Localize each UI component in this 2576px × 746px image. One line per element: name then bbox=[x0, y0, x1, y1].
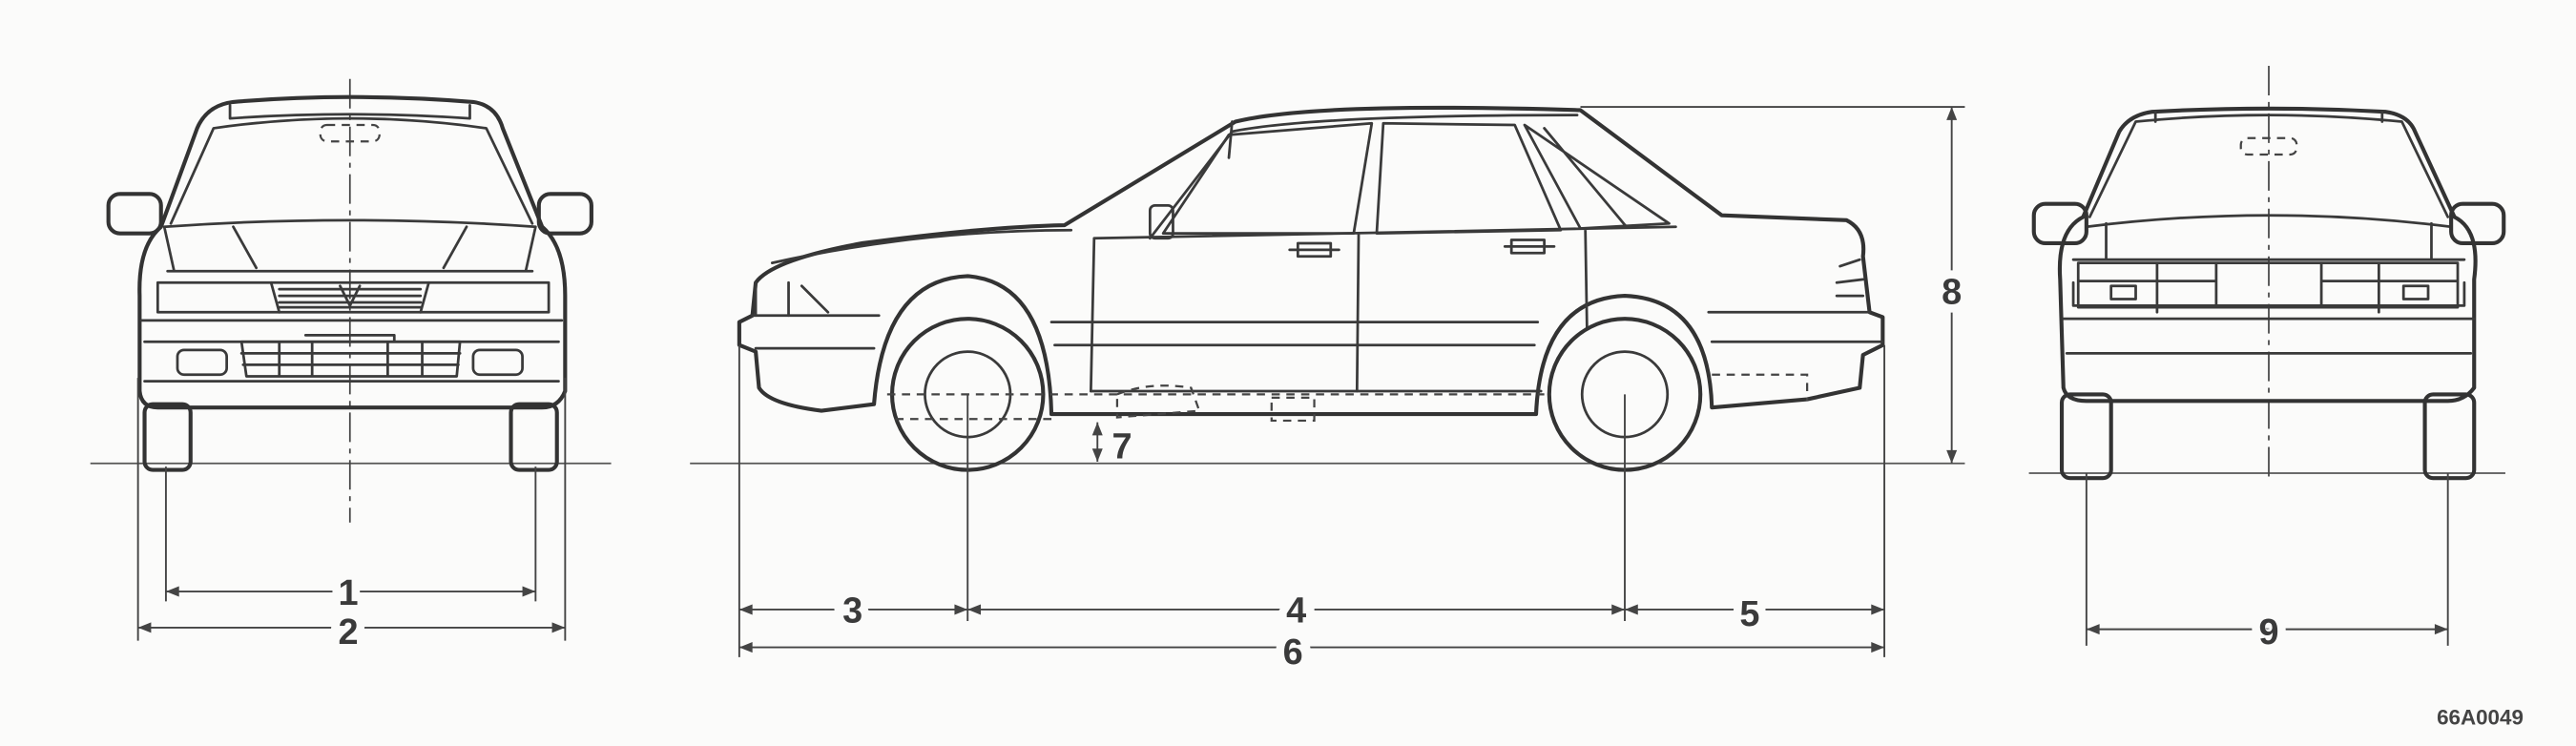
dimension-label-3: 3 bbox=[842, 591, 862, 632]
front-body-outline bbox=[137, 94, 568, 410]
dimension-label-6: 6 bbox=[1283, 632, 1303, 673]
rear-body-outline bbox=[2057, 106, 2478, 404]
windshield bbox=[169, 116, 534, 225]
front-wheel-left bbox=[142, 402, 193, 472]
dimension-label-7: 7 bbox=[1112, 427, 1132, 467]
mirror-right bbox=[2449, 201, 2506, 246]
dimension-label-2: 2 bbox=[339, 612, 359, 653]
rear-wheel-right bbox=[2422, 392, 2477, 481]
side-view: 3 4 5 6 7 8 bbox=[690, 105, 1970, 680]
dimension-label-9: 9 bbox=[2258, 612, 2278, 653]
mirror-left bbox=[2031, 201, 2088, 246]
rear-view-mirror bbox=[319, 123, 381, 143]
front-view: 1 2 bbox=[90, 78, 612, 661]
front-door-window bbox=[1161, 121, 1374, 236]
side-body-outline bbox=[737, 105, 1885, 417]
dimension-label-8: 8 bbox=[1942, 273, 1962, 313]
fog-light-right bbox=[471, 348, 524, 377]
headlight-band bbox=[156, 280, 551, 314]
reflector-left bbox=[2109, 284, 2137, 300]
dimension-label-4: 4 bbox=[1286, 591, 1306, 632]
dimension-label-1: 1 bbox=[339, 573, 359, 613]
rear-window-light bbox=[2239, 136, 2298, 156]
mirror-right bbox=[536, 192, 593, 236]
fog-light-left bbox=[176, 348, 229, 377]
figure-code: 66A0049 bbox=[2437, 705, 2524, 729]
front-wheel-right bbox=[509, 402, 559, 472]
door-handles bbox=[1288, 238, 1556, 259]
rear-wheel-left bbox=[2059, 392, 2113, 481]
quarter-window bbox=[1523, 123, 1671, 230]
dimension-label-5: 5 bbox=[1739, 594, 1759, 634]
reflector-right bbox=[2401, 284, 2430, 300]
rear-view: 9 bbox=[2028, 65, 2506, 661]
mirror-left bbox=[106, 192, 163, 236]
side-mirror bbox=[1148, 203, 1174, 240]
